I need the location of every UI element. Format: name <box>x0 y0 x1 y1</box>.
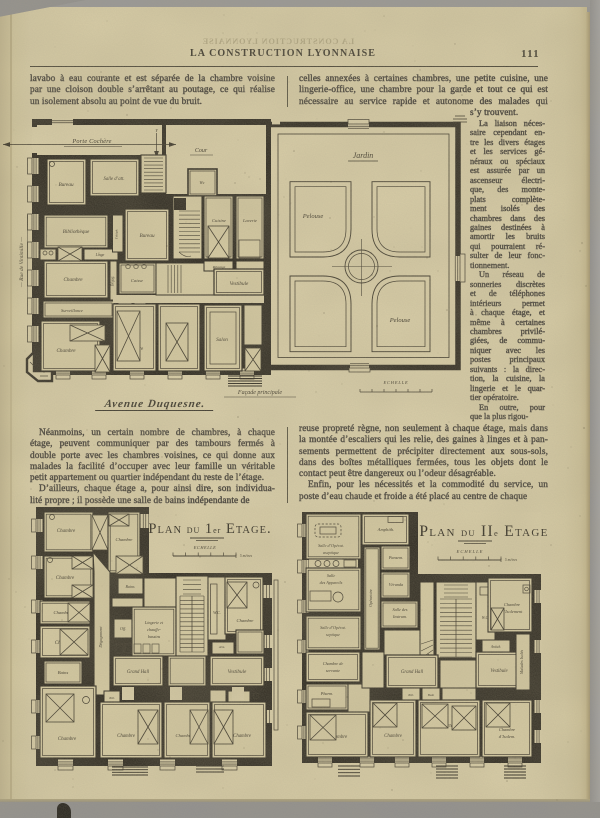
svg-text:Malades Isolés: Malades Isolés <box>519 650 524 676</box>
svg-text:Salle d’att.: Salle d’att. <box>103 177 124 182</box>
svg-text:Téléph.: Téléph. <box>115 229 119 240</box>
svg-text:des Appareils: des Appareils <box>320 580 343 585</box>
svg-text:Chambre: Chambre <box>63 277 83 283</box>
svg-text:Laverie: Laverie <box>242 218 257 223</box>
svg-text:Chambre: Chambre <box>384 734 403 739</box>
svg-text:Relavage: Relavage <box>212 265 226 269</box>
svg-text:Jardin: Jardin <box>353 151 374 160</box>
svg-text:Dégag.: Dégag. <box>111 276 115 288</box>
svg-text:Pansem.: Pansem. <box>388 555 403 560</box>
svg-text:Chambre: Chambre <box>117 734 136 739</box>
svg-text:Pelouse: Pelouse <box>389 317 411 324</box>
svg-text:Dégagement: Dégagement <box>98 626 103 649</box>
svg-text:chauffe-: chauffe- <box>147 627 161 632</box>
svg-text:Vestibule: Vestibule <box>230 281 249 287</box>
svg-text:Porte Cochère: Porte Cochère <box>71 138 111 145</box>
svg-text:Linge: Linge <box>95 253 105 257</box>
svg-text:ECHELLE: ECHELLE <box>193 545 217 550</box>
svg-text:Amphith.: Amphith. <box>377 527 395 532</box>
svg-text:Cour: Cour <box>195 148 208 154</box>
svg-text:Chambre: Chambre <box>233 734 252 739</box>
svg-text:Véranda: Véranda <box>389 582 403 587</box>
svg-text:Vestibule: Vestibule <box>490 669 508 674</box>
svg-text:Bureau: Bureau <box>58 182 73 188</box>
svg-text:Chambre: Chambre <box>56 576 75 581</box>
svg-text:Salle d’Opérat.: Salle d’Opérat. <box>318 543 344 548</box>
svg-text:Chambre: Chambre <box>504 602 520 607</box>
svg-text:d’Isolement: d’Isolement <box>502 609 524 614</box>
svg-text:Salle: Salle <box>327 573 336 578</box>
svg-text:Caisse: Caisse <box>131 278 143 283</box>
svg-text:Antich.: Antich. <box>490 645 501 649</box>
svg-text:Arm.: Arm. <box>218 645 225 649</box>
svg-text:ECHELLE: ECHELLE <box>382 380 408 385</box>
svg-text:Bains: Bains <box>125 584 135 589</box>
svg-text:septique: septique <box>326 632 340 637</box>
svg-text:Bureau: Bureau <box>139 233 154 239</box>
svg-text:5 mètres: 5 mètres <box>505 558 518 562</box>
svg-text:Toil.: Toil. <box>408 693 414 697</box>
svg-text:Toil.: Toil. <box>109 696 115 700</box>
svg-text:Instrum.: Instrum. <box>392 614 407 619</box>
svg-text:Chambre: Chambre <box>58 737 77 742</box>
svg-text:ECHELLE: ECHELLE <box>456 549 484 554</box>
svg-text:Pelouse: Pelouse <box>302 213 324 220</box>
svg-text:Bibliothèque: Bibliothèque <box>63 229 90 235</box>
svg-text:Cuisine: Cuisine <box>212 218 226 223</box>
svg-text:Chambre de: Chambre de <box>323 661 344 666</box>
svg-text:d’Isolem.: d’Isolem. <box>499 734 515 739</box>
svg-text:Chambre: Chambre <box>56 348 76 354</box>
svg-text:Bains: Bains <box>58 670 69 675</box>
svg-text:Vestibule: Vestibule <box>228 669 247 675</box>
svg-text:Salle des: Salle des <box>392 607 407 612</box>
svg-text:Chambre: Chambre <box>116 537 133 542</box>
svg-text:Surveillance: Surveillance <box>61 308 83 313</box>
svg-text:servante: servante <box>326 668 340 673</box>
svg-text:Chambre: Chambre <box>57 529 76 534</box>
svg-text:Façade principale: Façade principale <box>237 390 282 396</box>
svg-text:aseptique: aseptique <box>323 550 339 555</box>
svg-text:Chambre: Chambre <box>237 618 254 623</box>
svg-text:bassins: bassins <box>148 634 161 639</box>
svg-text:Off.: Off. <box>120 626 126 631</box>
svg-text:Salon: Salon <box>216 337 228 343</box>
svg-text:Bain: Bain <box>428 693 435 697</box>
svg-text:Pharm.: Pharm. <box>320 691 333 696</box>
svg-text:Chambre: Chambre <box>499 727 515 732</box>
svg-text:Salle d’Opérat.: Salle d’Opérat. <box>320 625 346 630</box>
svg-text:Grand Hall: Grand Hall <box>127 670 150 675</box>
svg-text:Wc: Wc <box>199 180 204 185</box>
svg-text:Lingerie et: Lingerie et <box>144 620 164 625</box>
svg-text:— Rue de Vintimille —: — Rue de Vintimille — <box>19 237 25 288</box>
svg-text:Grand Hall: Grand Hall <box>401 670 424 675</box>
svg-text:Opératoire: Opératoire <box>368 589 373 607</box>
svg-text:5 mètres: 5 mètres <box>240 554 253 558</box>
